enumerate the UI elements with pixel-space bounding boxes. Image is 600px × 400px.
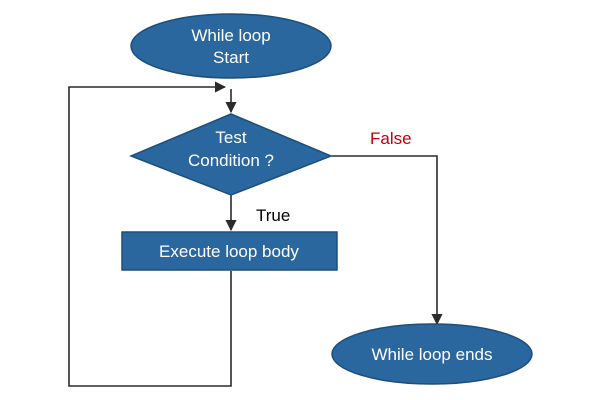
body-label: Execute loop body [159, 242, 299, 261]
condition-label-line1: Test [215, 128, 246, 147]
condition-diamond [129, 113, 333, 196]
start-label-line2: Start [213, 48, 249, 67]
end-label: While loop ends [372, 345, 493, 364]
true-label: True [256, 206, 290, 225]
condition-node: Test Condition ? [129, 113, 333, 196]
arrow-condition-to-end [331, 155, 443, 326]
body-rectangle [121, 231, 338, 271]
condition-label-line2: Condition ? [188, 151, 274, 170]
arrow-loop-back [68, 81, 232, 387]
start-ellipse [130, 13, 332, 79]
false-label: False [370, 129, 412, 148]
start-label-line1: While loop [191, 26, 270, 45]
end-ellipse [331, 323, 533, 385]
end-node: While loop ends [331, 323, 533, 385]
start-node: While loop Start [130, 13, 332, 79]
body-node: Execute loop body [121, 231, 338, 271]
